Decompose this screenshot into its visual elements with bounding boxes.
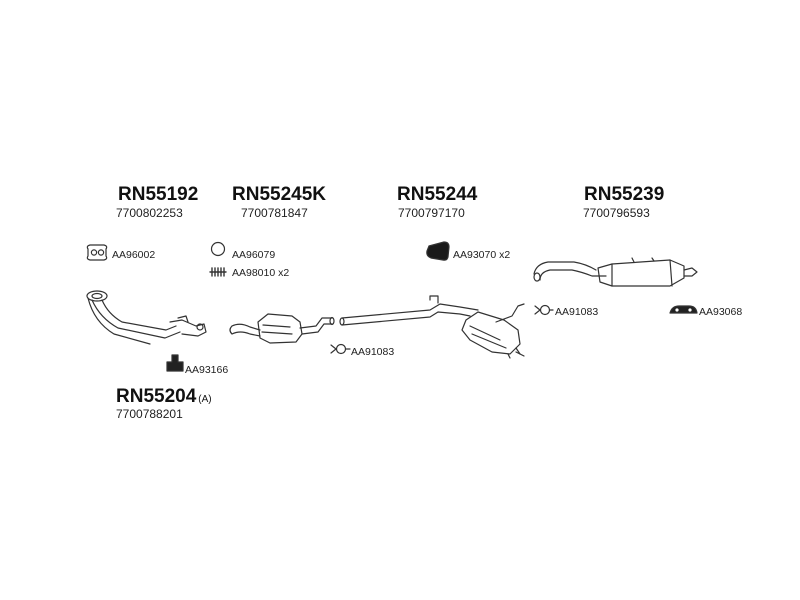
accessory-label-aa96079: AA96079	[232, 249, 276, 261]
accessory-label-aa93070: AA93070 x2	[453, 249, 511, 261]
part-code-rn55245k: RN55245K	[232, 184, 326, 205]
accessory-label-aa93068: AA93068	[699, 306, 743, 318]
spring-bolt-icon	[209, 267, 227, 277]
clamp-icon	[330, 343, 351, 355]
part-code-rn55244: RN55244	[397, 184, 478, 205]
part-code-rn55204-text: RN55204	[116, 386, 197, 407]
part-code-rn55192: RN55192	[118, 184, 199, 205]
part-suffix-rn55204: (A)	[198, 394, 212, 405]
part-code-rn55239: RN55239	[584, 184, 665, 205]
clamp-icon-right	[534, 304, 554, 316]
front-pipe	[86, 290, 207, 345]
rubber-mount-icon	[426, 241, 450, 261]
oem-number-rn55204: 7700788201	[116, 407, 183, 421]
part-code-rn55204: RN55204(A)	[116, 386, 212, 408]
oem-number-rn55244: 7700797170	[398, 206, 465, 220]
mounting-icon	[166, 354, 184, 372]
oem-number-rn55245k: 7700781847	[241, 206, 308, 220]
middle-silencer	[339, 295, 525, 359]
accessory-label-aa91083-center: AA91083	[351, 346, 395, 358]
bracket-mount-icon	[669, 305, 698, 314]
ring-gasket-icon	[210, 241, 226, 257]
rear-silencer	[533, 257, 698, 287]
accessory-label-aa96002: AA96002	[112, 249, 156, 261]
accessory-label-aa91083-right: AA91083	[555, 306, 599, 318]
oem-number-rn55192: 7700802253	[116, 206, 183, 220]
accessory-label-aa98010: AA98010 x2	[232, 267, 290, 279]
accessory-label-aa93166: AA93166	[185, 364, 229, 376]
gasket-icon	[86, 244, 108, 261]
oem-number-rn55239: 7700796593	[583, 206, 650, 220]
catalytic-converter	[229, 313, 335, 344]
